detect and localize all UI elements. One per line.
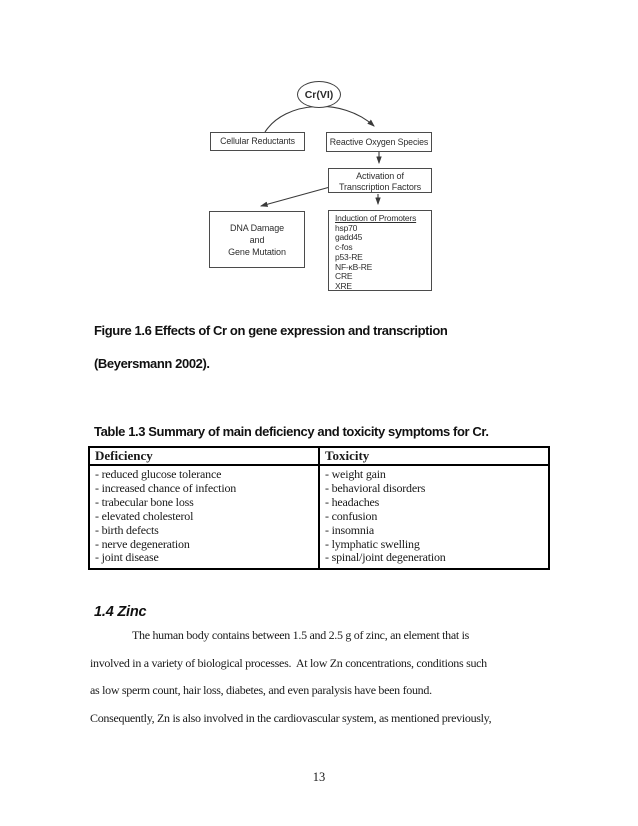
diagram-node-crvi: Cr(VI): [297, 81, 341, 108]
promoter-item: NF-κB-RE: [335, 261, 373, 272]
promoter-item: XRE: [335, 280, 352, 291]
promoter-item: c-fos: [335, 242, 353, 253]
promoter-item: gadd45: [335, 232, 363, 243]
deficiency-item: - joint disease: [95, 550, 159, 565]
toxicity-item: - weight gain: [325, 467, 386, 481]
dna-line-2: and: [249, 235, 265, 245]
activation-line-2: Transcription Factors: [338, 181, 422, 192]
cr-gene-expression-diagram: Cr(VI) Cellular Reductants Reactive Oxyg…: [0, 0, 638, 320]
promoter-item: hsp70: [335, 222, 358, 233]
figure-caption-line-1: Figure 1.6 Effects of Cr on gene express…: [94, 323, 448, 338]
diagram-node-activation-transcription-factors: Activation of Transcription Factors: [328, 168, 432, 193]
deficiency-item: - trabecular bone loss: [95, 494, 194, 509]
table-column-toxicity: - weight gain - behavioral disorders - h…: [320, 466, 548, 568]
dna-line-3: Gene Mutation: [228, 247, 286, 257]
diagram-node-cellular-reductants: Cellular Reductants: [210, 132, 305, 151]
toxicity-item: - spinal/joint degeneration: [325, 550, 446, 565]
table-title: Table 1.3 Summary of main deficiency and…: [94, 424, 489, 439]
promoter-item: p53-RE: [335, 251, 363, 262]
diagram-node-reactive-oxygen-species: Reactive Oxygen Species: [326, 132, 432, 152]
body-paragraph: The human body contains between 1.5 and …: [90, 622, 595, 733]
table-header-deficiency: Deficiency: [90, 448, 320, 464]
section-heading-zinc: 1.4 Zinc: [94, 604, 147, 620]
toxicity-item: - headaches: [325, 494, 380, 509]
toxicity-item: - lymphatic swelling: [325, 536, 420, 551]
promoter-item: CRE: [335, 271, 353, 282]
table-header-row: Deficiency Toxicity: [90, 448, 548, 466]
paragraph-line: Consequently, Zn is also involved in the…: [90, 711, 492, 726]
toxicity-item: - confusion: [325, 508, 378, 523]
page-number: 13: [312, 770, 326, 784]
deficiency-item: - elevated cholesterol: [95, 508, 194, 523]
toxicity-item: - behavioral disorders: [325, 480, 426, 495]
table-body-row: - reduced glucose tolerance - increased …: [90, 466, 548, 569]
diagram-node-induction-of-promoters: Induction of Promoters hsp70 gadd45 c-fo…: [328, 210, 432, 291]
paragraph-line: as low sperm count, hair loss, diabetes,…: [90, 683, 432, 698]
table-column-deficiency: - reduced glucose tolerance - increased …: [90, 466, 320, 569]
promoters-title: Induction of Promoters: [335, 213, 417, 223]
deficiency-item: - birth defects: [95, 522, 159, 537]
crvi-label: Cr(VI): [304, 88, 334, 101]
arrow-cellular-to-ros: [264, 105, 375, 133]
deficiency-item: - increased chance of infection: [95, 480, 237, 495]
paragraph-line: The human body contains between 1.5 and …: [132, 628, 469, 642]
figure-caption-line-2: (Beyersmann 2002).: [94, 356, 210, 371]
deficiency-toxicity-table: Deficiency Toxicity - reduced glucose to…: [88, 446, 550, 571]
paragraph-line: involved in a variety of biological proc…: [90, 655, 487, 670]
table-header-toxicity: Toxicity: [325, 448, 370, 463]
deficiency-item: - reduced glucose tolerance: [95, 467, 222, 481]
arrow-activation-to-dna: [259, 186, 331, 207]
dna-line-1: DNA Damage: [229, 223, 285, 233]
deficiency-item: - nerve degeneration: [95, 536, 190, 551]
diagram-node-dna-damage: DNA Damage and Gene Mutation: [209, 211, 305, 268]
activation-line-1: Activation of: [356, 171, 404, 181]
toxicity-item: - insomnia: [325, 522, 374, 537]
